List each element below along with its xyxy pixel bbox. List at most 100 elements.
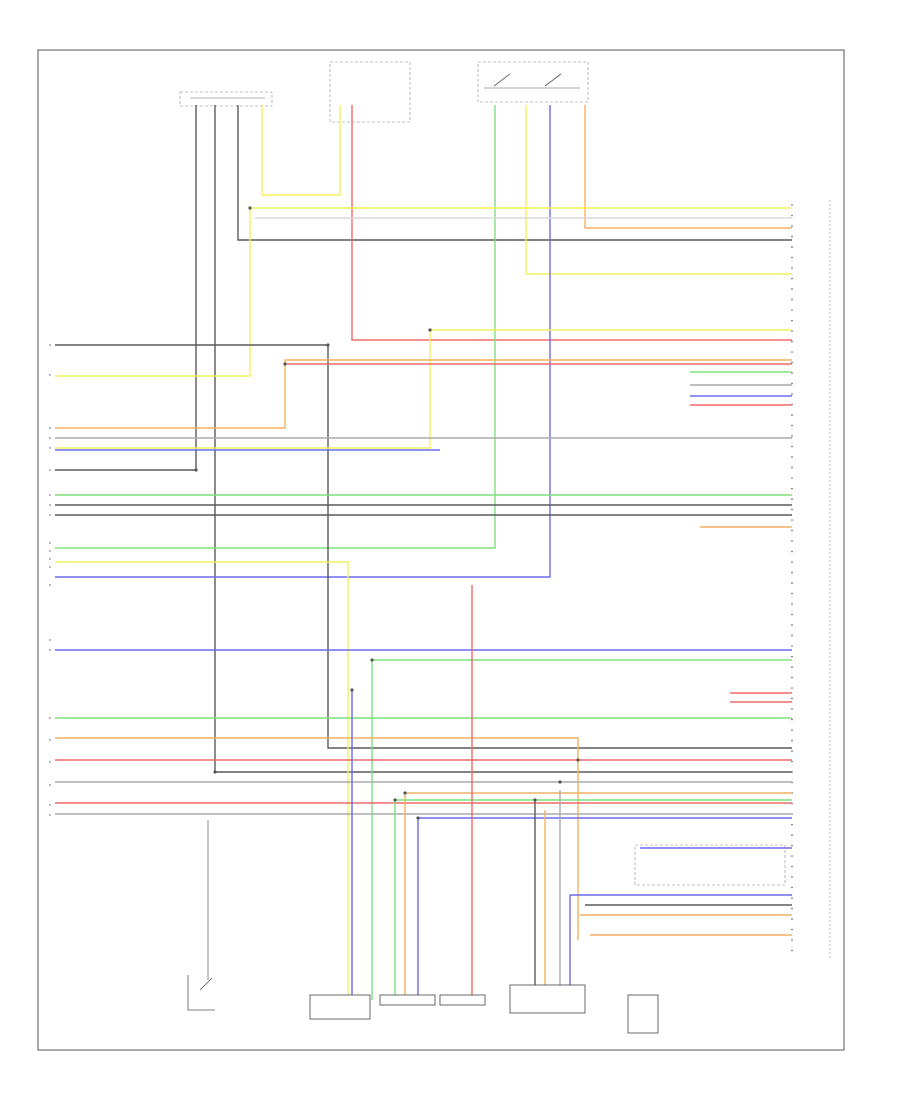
right-pin (791, 907, 793, 910)
right-pin (791, 456, 793, 458)
right-pin (791, 414, 793, 416)
left-pin (49, 504, 51, 506)
wire-yellow-switch (525, 105, 792, 275)
right-pin (791, 729, 793, 731)
left-pin (49, 566, 51, 568)
right-pin (791, 309, 793, 311)
right-pin (791, 235, 793, 238)
right-pin (791, 487, 793, 490)
right-pin (791, 886, 793, 889)
right-pin (791, 834, 793, 836)
wire-green-top (55, 105, 496, 549)
wire-yellow-3 (55, 561, 349, 1000)
diagram-frame (37, 49, 845, 1051)
right-pin (791, 277, 793, 280)
wire-yellow-1 (55, 207, 792, 377)
left-pin (49, 717, 51, 719)
right-pin (791, 477, 793, 479)
right-pin (791, 708, 793, 710)
right-pin (791, 603, 793, 605)
right-pin (791, 634, 793, 637)
right-pin (791, 340, 793, 343)
junction-dot (326, 343, 330, 347)
wire-green-6 (394, 799, 792, 1000)
right-pin (791, 718, 793, 721)
right-pin (791, 750, 793, 752)
right-pin (791, 645, 793, 647)
bottom-component-1 (309, 994, 371, 1020)
bottom-component-4 (509, 984, 586, 1014)
wire-blue-top (55, 105, 551, 578)
right-pin (791, 435, 793, 437)
right-pin (791, 508, 793, 511)
right-pin (791, 624, 793, 626)
right-pin (791, 939, 793, 941)
left-pin (49, 739, 51, 741)
right-pin (791, 739, 793, 742)
left-pin (49, 761, 51, 763)
wire-yellow-2 (55, 329, 792, 449)
right-pin (791, 246, 793, 248)
right-lower-component (634, 844, 786, 886)
right-pin (791, 949, 793, 952)
right-pin (791, 897, 793, 899)
junction-dots (194, 206, 580, 820)
left-pin (49, 494, 51, 496)
right-pin (791, 876, 793, 878)
right-pin (791, 393, 793, 395)
junction-dot (533, 798, 537, 802)
top-switch-component (477, 61, 589, 103)
wire-red-top (351, 105, 792, 341)
bottom-component-5 (627, 994, 659, 1034)
bottom-component-2 (379, 994, 436, 1006)
junction-dot (213, 770, 217, 774)
right-pin (791, 361, 793, 364)
right-pin (791, 550, 793, 553)
right-pin (791, 666, 793, 668)
right-pin (791, 855, 793, 857)
right-pin (791, 204, 793, 206)
left-pin (49, 550, 51, 552)
left-pin (49, 447, 51, 449)
wire-black-top-3 (237, 105, 792, 241)
bottom-component-6 (187, 975, 215, 1011)
left-pin (49, 584, 51, 586)
right-pin (791, 256, 793, 259)
right-pin (791, 687, 793, 689)
right-pin (791, 582, 793, 584)
bottom-component-3 (439, 994, 486, 1006)
left-pin (49, 814, 51, 816)
wire-blue-6 (569, 894, 792, 990)
left-pin (49, 437, 51, 439)
right-pin (791, 697, 793, 700)
right-pin (791, 918, 793, 920)
junction-dot (416, 816, 420, 820)
right-pin (791, 655, 793, 658)
right-pin (791, 288, 793, 290)
right-pin (791, 519, 793, 521)
wires (55, 105, 792, 1000)
right-pin (791, 571, 793, 574)
junction-dot (403, 791, 407, 795)
right-pin (791, 676, 793, 679)
right-pin (791, 928, 793, 931)
right-pin (791, 466, 793, 469)
left-pin (49, 542, 51, 544)
wire-yellow-top (261, 105, 341, 196)
right-connector-pins (791, 204, 793, 952)
right-pin (791, 540, 793, 542)
right-pin (791, 445, 793, 448)
left-connector-pins (49, 344, 51, 816)
right-pin (791, 382, 793, 385)
right-pin (791, 225, 793, 227)
wire-orange-top (584, 105, 792, 229)
junction-dot (393, 798, 397, 802)
right-pin (791, 613, 793, 616)
right-pin (791, 298, 793, 301)
right-pin (791, 844, 793, 847)
left-pin (49, 469, 51, 471)
left-pin (49, 374, 51, 376)
wire-orange-4 (404, 792, 792, 1000)
right-pin (791, 529, 793, 532)
